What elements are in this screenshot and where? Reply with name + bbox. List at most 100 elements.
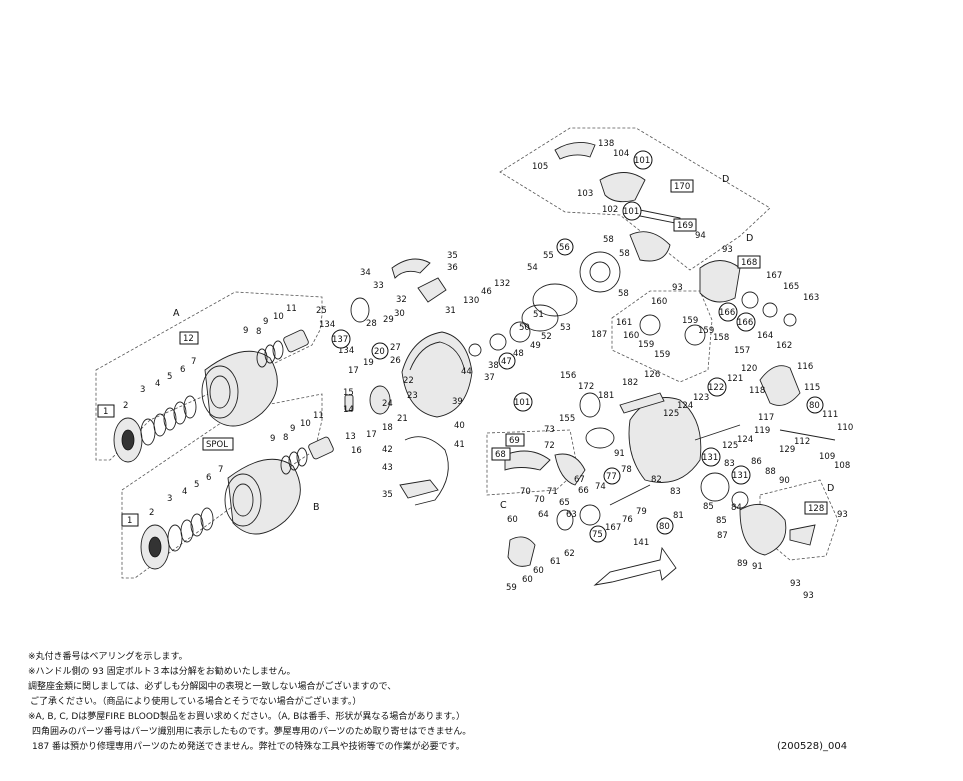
part-number: 78 (621, 465, 632, 475)
rotor-assembly (344, 258, 473, 506)
part-number: 43 (382, 463, 393, 473)
part-number: 37 (484, 373, 495, 383)
spool-b (140, 436, 334, 570)
part-number: 81 (673, 511, 684, 521)
boxed-label: 168 (741, 258, 757, 268)
part-number: 79 (636, 507, 647, 517)
boxed-label: 69 (509, 436, 520, 446)
part-number: 40 (454, 421, 465, 431)
part-number: 11 (286, 304, 297, 314)
part-number: 93 (790, 579, 801, 589)
part-number: 85 (703, 502, 714, 512)
part-number: 50 (519, 323, 530, 333)
part-number: 48 (513, 349, 524, 359)
part-number: 10 (273, 312, 284, 322)
part-number: 39 (452, 397, 463, 407)
part-number: 85 (716, 516, 727, 526)
part-number: 94 (695, 231, 706, 241)
part-number: 14 (343, 405, 354, 415)
boxed-label: SPOL (206, 440, 228, 450)
group-outline-187 (611, 290, 713, 383)
part-number: 23 (407, 391, 418, 401)
part-number-labels: 138 105 104 103 102 94 93 93 35 34 36 33… (123, 139, 853, 601)
part-number: 126 (644, 370, 660, 380)
part-number: 118 (749, 386, 765, 396)
part-number: 117 (758, 413, 774, 423)
part-number: 65 (559, 498, 570, 508)
part-number: 19 (363, 358, 374, 368)
part-number: 161 (616, 318, 632, 328)
bearing-label: 122 (708, 383, 724, 393)
part-number: 32 (396, 295, 407, 305)
part-number: 187 (591, 330, 607, 340)
bearing-label: 75 (592, 530, 603, 540)
part-number: 35 (447, 251, 458, 261)
part-number: 130 (463, 296, 479, 306)
part-number: 125 (722, 441, 738, 451)
part-number: 7 (218, 465, 223, 475)
part-number: 46 (481, 287, 492, 297)
bearing-label: 77 (606, 472, 617, 482)
bearing-label: 101 (623, 207, 639, 217)
part-number: 165 (783, 282, 799, 292)
part-number: 3 (167, 494, 172, 504)
part-number: 62 (564, 549, 575, 559)
part-number: 159 (698, 326, 714, 336)
part-number: 167 (605, 523, 621, 533)
boxed-label: 128 (808, 504, 824, 514)
part-number: 124 (677, 401, 693, 411)
part-number: 182 (622, 378, 638, 388)
part-number: 59 (506, 583, 517, 593)
part-number: 61 (550, 557, 561, 567)
group-letter-a: A (173, 308, 180, 319)
part-number: 53 (560, 323, 571, 333)
part-number: 58 (618, 289, 629, 299)
part-number: 6 (180, 365, 185, 375)
part-number: 132 (494, 279, 510, 289)
part-number: 124 (737, 435, 753, 445)
part-number: 82 (651, 475, 662, 485)
part-number: 11 (313, 411, 324, 421)
part-number: 111 (822, 410, 838, 420)
part-number: 160 (623, 331, 639, 341)
part-number: 5 (167, 372, 172, 382)
note-line: ※A, B, C, Dは夢屋FIRE BLOOD製品をお買い求めください。（A,… (28, 712, 466, 722)
part-number: 109 (819, 452, 835, 462)
bearing-label: 101 (514, 398, 530, 408)
part-number: 8 (256, 327, 261, 337)
part-number: 138 (598, 139, 614, 149)
part-number: 116 (797, 362, 813, 372)
part-number: 93 (803, 591, 814, 601)
part-number: 58 (603, 235, 614, 245)
part-number: 134 (338, 346, 354, 356)
part-number: 9 (290, 424, 295, 434)
part-number: 66 (578, 486, 589, 496)
document-id: (200528)_004 (777, 741, 848, 752)
group-letter-c: C (500, 500, 507, 511)
part-number: 70 (520, 487, 531, 497)
part-number: 27 (390, 343, 401, 353)
part-number: 72 (544, 441, 555, 451)
boxed-label: 170 (674, 182, 690, 192)
boxed-label: 1 (127, 516, 132, 526)
part-number: 141 (633, 538, 649, 548)
group-outline-b (121, 393, 323, 579)
part-number: 4 (155, 379, 160, 389)
part-number: 160 (651, 297, 667, 307)
group-letter-d: D (746, 233, 753, 244)
part-number: 33 (373, 281, 384, 291)
part-number: 88 (765, 467, 776, 477)
part-number: 60 (507, 515, 518, 525)
part-number: 38 (488, 361, 499, 371)
part-number: 87 (717, 531, 728, 541)
part-number: 16 (351, 446, 362, 456)
part-number: 17 (348, 366, 359, 376)
bearing-label: 56 (559, 243, 570, 253)
part-number: 112 (794, 437, 810, 447)
part-number: 134 (319, 320, 335, 330)
part-number: 35 (382, 490, 393, 500)
part-number: 159 (682, 316, 698, 326)
group-outline-d-right (759, 479, 839, 561)
part-number: 129 (779, 445, 795, 455)
part-number: 2 (149, 508, 154, 518)
